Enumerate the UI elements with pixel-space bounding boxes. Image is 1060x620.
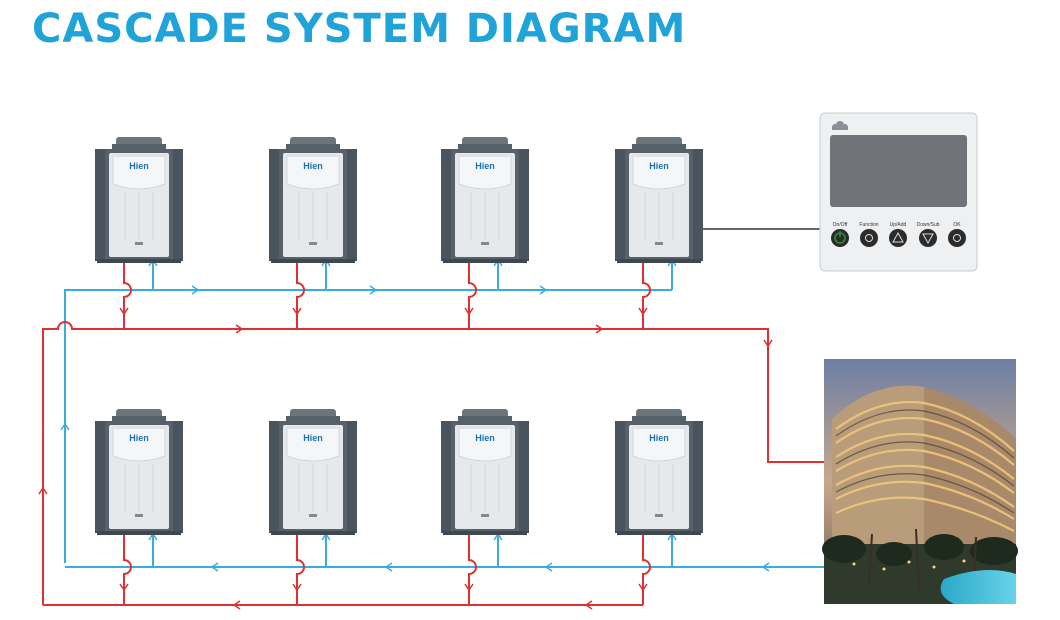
arrow-left-icon — [384, 562, 393, 572]
button-label: On/Off — [833, 222, 848, 228]
arrow-up-icon — [38, 486, 48, 495]
arrow-right-icon — [539, 285, 548, 295]
unit-brand-label: Hien — [475, 433, 495, 443]
arrow-down-icon — [638, 307, 648, 316]
controller-screen — [830, 135, 967, 207]
page-title: CASCADE SYSTEM DIAGRAM — [32, 6, 687, 52]
arrow-right-icon — [369, 285, 378, 295]
wired-controller: On/Off Function Up/Add Down/Sub OK — [819, 112, 978, 272]
arrow-left-icon — [232, 600, 241, 610]
arrow-down-icon — [292, 307, 302, 316]
arrow-down-icon — [763, 339, 773, 348]
down-sub-button — [919, 229, 937, 247]
arrow-right-icon — [191, 285, 200, 295]
arrow-down-icon — [119, 307, 129, 316]
arrow-left-icon — [210, 562, 219, 572]
heat-pump-unit: Hien — [614, 136, 704, 264]
arrow-right-icon — [595, 324, 604, 334]
supply-pipes — [42, 260, 828, 606]
heat-pump-unit: Hien — [440, 136, 530, 264]
ok-button — [948, 229, 966, 247]
button-label: OK — [953, 222, 961, 228]
arrow-down-icon — [464, 583, 474, 592]
unit-brand-label: Hien — [129, 161, 149, 171]
arrow-down-icon — [464, 307, 474, 316]
arrow-down-icon — [119, 583, 129, 592]
down-triangle-icon — [922, 233, 934, 245]
hotel-building-photo — [822, 359, 1018, 604]
return-pipes — [64, 260, 828, 568]
button-label: Down/Sub — [916, 222, 939, 228]
heat-pump-unit: Hien — [268, 136, 358, 264]
unit-brand-label: Hien — [303, 161, 323, 171]
heat-pump-unit: Hien — [94, 408, 184, 536]
arrow-left-icon — [544, 562, 553, 572]
heat-pump-unit: Hien — [440, 408, 530, 536]
function-icon — [865, 234, 873, 242]
arrow-down-icon — [638, 583, 648, 592]
up-add-button — [889, 229, 907, 247]
arrow-left-icon — [584, 600, 593, 610]
power-button — [831, 229, 849, 247]
unit-brand-label: Hien — [129, 433, 149, 443]
ok-icon — [953, 234, 961, 242]
arrow-right-icon — [235, 324, 244, 334]
up-triangle-icon — [892, 231, 904, 243]
unit-brand-label: Hien — [475, 161, 495, 171]
heat-pump-unit: Hien — [268, 408, 358, 536]
heat-pump-unit: Hien — [94, 136, 184, 264]
button-label: Function — [859, 222, 878, 228]
unit-brand-label: Hien — [303, 433, 323, 443]
cloud-icon — [832, 121, 848, 130]
flow-arrows — [38, 258, 773, 610]
function-button — [860, 229, 878, 247]
arrow-down-icon — [292, 583, 302, 592]
button-label: Up/Add — [890, 222, 907, 228]
unit-brand-label: Hien — [649, 433, 669, 443]
heat-pump-unit: Hien — [614, 408, 704, 536]
unit-brand-label: Hien — [649, 161, 669, 171]
arrow-up-icon — [60, 422, 70, 431]
arrow-left-icon — [761, 562, 770, 572]
